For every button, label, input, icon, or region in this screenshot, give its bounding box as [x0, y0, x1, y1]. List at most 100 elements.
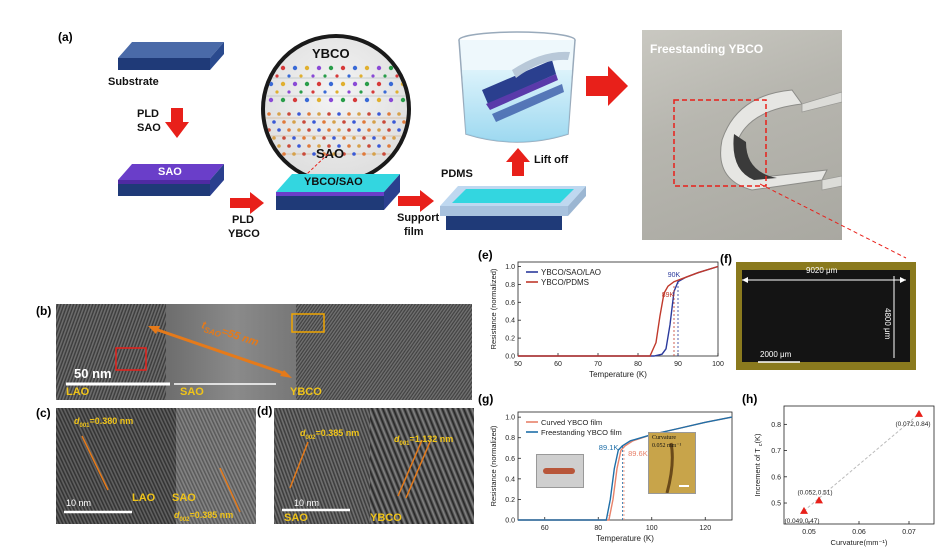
g-inset-photo-left: [536, 454, 584, 488]
ybco-sao-slab-label: YBCO/SAO: [304, 176, 363, 188]
atom: [397, 112, 401, 116]
data-point: [800, 506, 808, 514]
atom: [400, 97, 406, 103]
atom: [367, 144, 371, 148]
atom: [342, 120, 346, 124]
tc-annotation: 89.1K: [599, 443, 619, 452]
y-tick-label: 0.6: [505, 300, 515, 307]
atom: [335, 90, 339, 94]
atom: [387, 144, 391, 148]
ybco-label-b: YBCO: [290, 386, 322, 398]
atom: [322, 136, 326, 140]
atom: [287, 128, 291, 132]
y-axis-label: Increment of T c(K): [753, 433, 764, 496]
y-tick-label: 0.6: [505, 456, 515, 463]
atom: [402, 136, 406, 140]
atom: [323, 90, 327, 94]
tem-image-b: tSAO=55 nm 50 nm LAO SAO YBCO: [56, 304, 472, 400]
atom: [287, 144, 291, 148]
atom: [352, 65, 358, 71]
support-label-1: Support: [397, 212, 440, 224]
series-line: [518, 416, 733, 521]
atom: [364, 65, 370, 71]
atom: [292, 81, 298, 87]
atom: [352, 120, 356, 124]
point-label: (0.049,0.47): [784, 518, 819, 525]
d001-annotation-d: d001=1.132 nm: [394, 434, 454, 447]
atom: [292, 152, 296, 156]
atom: [372, 136, 376, 140]
atom: [275, 90, 279, 94]
x-tick-label: 0.05: [802, 529, 816, 536]
atom: [328, 81, 334, 87]
atom: [302, 120, 306, 124]
sao-slab-label: SAO: [158, 166, 182, 178]
data-point: [815, 496, 823, 504]
atom: [297, 144, 301, 148]
lao-label-c: LAO: [132, 492, 156, 504]
f-scale-label: 2000 μm: [760, 350, 792, 359]
curvature-label-1: Curvature: [652, 435, 676, 441]
y-tick-label: 1.0: [505, 264, 515, 271]
atom: [323, 74, 327, 78]
atom: [352, 97, 358, 103]
atom: [322, 120, 326, 124]
scale-bar-label-b: 50 nm: [74, 366, 112, 381]
atom: [377, 128, 381, 132]
circle-sao-label: SAO: [316, 146, 345, 161]
atom: [292, 136, 296, 140]
x-tick-label: 80: [594, 525, 602, 532]
ybco-sao-slab: [272, 174, 400, 226]
atom: [304, 97, 310, 103]
atom: [342, 152, 346, 156]
big-right-arrow-icon: [586, 66, 628, 106]
tc-annotation: 90K: [668, 272, 681, 279]
y-tick-label: 0.8: [505, 282, 515, 289]
y-axis-label: Resistance (normalized): [489, 268, 498, 349]
series-line: [518, 265, 719, 357]
atom: [322, 152, 326, 156]
x-tick-label: 0.07: [902, 529, 916, 536]
atom: [317, 144, 321, 148]
atom: [332, 136, 336, 140]
panel-a-label: (a): [58, 30, 73, 44]
atom: [392, 136, 396, 140]
g-inset-photo-right: Curvature 0.052 mm⁻¹: [648, 432, 696, 494]
atom: [287, 90, 291, 94]
curvature-label-2: 0.052 mm⁻¹: [652, 443, 682, 449]
y-tick-label: 0.8: [771, 422, 781, 429]
freestanding-ybco-photo: [642, 30, 842, 240]
lift-off-label: Lift off: [534, 154, 569, 166]
atom: [387, 128, 391, 132]
atom: [277, 112, 281, 116]
atom: [332, 120, 336, 124]
right-arrow-icon-2: [398, 190, 434, 212]
atom: [352, 81, 358, 87]
atom: [312, 136, 316, 140]
atom: [340, 97, 346, 103]
atom: [377, 112, 381, 116]
panel-h-label: (h): [742, 392, 758, 406]
atom: [267, 112, 271, 116]
x-tick-label: 60: [554, 361, 562, 368]
atom: [302, 136, 306, 140]
x-axis-label: Temperature (K): [589, 370, 647, 379]
y-tick-label: 0.7: [771, 448, 781, 455]
atom: [328, 97, 334, 103]
atom: [372, 152, 376, 156]
ybco-label-d: YBCO: [370, 512, 402, 524]
atom: [282, 136, 286, 140]
pld-sao-label-1: PLD: [137, 108, 159, 120]
y-tick-label: 0.0: [505, 518, 515, 525]
x-tick-label: 50: [514, 361, 522, 368]
y-tick-label: 0.5: [771, 501, 781, 508]
tc-annotation: 89.6K: [628, 449, 648, 458]
down-arrow-icon: [165, 108, 189, 138]
atom: [347, 128, 351, 132]
tem-image-d: d002=0.385 nm d001=1.132 nm 10 nm SAO YB…: [274, 408, 474, 524]
atom: [280, 97, 286, 103]
x-axis-label: Temperature (K): [596, 534, 654, 543]
atom: [292, 65, 298, 71]
x-tick-label: 120: [699, 525, 711, 532]
